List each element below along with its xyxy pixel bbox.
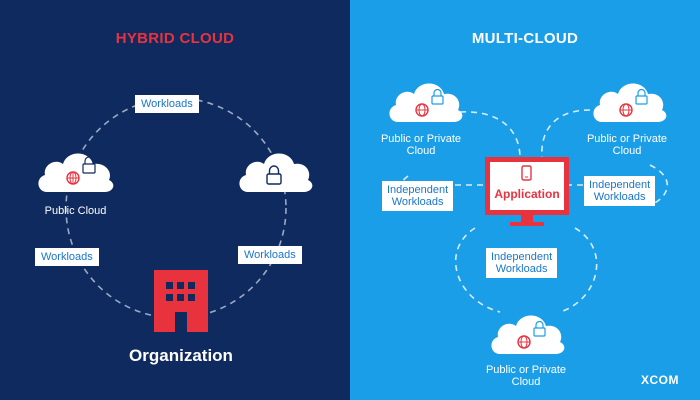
workloads-tag-top: Workloads bbox=[135, 95, 199, 113]
independent-workloads-right: Independent Workloads bbox=[584, 176, 656, 206]
hybrid-connection-ring bbox=[65, 97, 287, 319]
building-icon bbox=[154, 270, 208, 332]
application-monitor-icon bbox=[485, 157, 569, 226]
application-label: Application bbox=[494, 187, 560, 201]
cloud-right-label: Public or Private Cloud bbox=[586, 133, 668, 157]
organization-label: Organization bbox=[129, 346, 233, 365]
hybrid-cloud-panel: HYBRID CLOUD Workloads Workloads Workloa… bbox=[0, 0, 350, 400]
workloads-tag-right: Workloads bbox=[238, 246, 302, 264]
hybrid-cloud-title: HYBRID CLOUD bbox=[115, 30, 235, 47]
public-cloud-label: Public Cloud bbox=[44, 205, 107, 217]
cloud-left-icon bbox=[389, 83, 463, 122]
public-cloud-icon bbox=[38, 153, 114, 192]
independent-workloads-bottom: Independent Workloads bbox=[486, 248, 558, 278]
multi-cloud-title: MULTI-CLOUD bbox=[471, 30, 579, 47]
cloud-left-label: Public or Private Cloud bbox=[380, 133, 462, 157]
private-cloud-icon bbox=[239, 153, 313, 192]
cloud-bottom-icon bbox=[491, 315, 565, 354]
cloud-right-icon bbox=[593, 83, 667, 122]
cloud-bottom-label: Public or Private Cloud bbox=[485, 364, 567, 388]
workloads-tag-left: Workloads bbox=[35, 248, 99, 266]
independent-workloads-left: Independent Workloads bbox=[382, 181, 454, 211]
multi-cloud-panel: MULTI-CLOUD Public or Private Cloud bbox=[350, 0, 700, 400]
brand-logo: XCOM bbox=[641, 373, 679, 387]
